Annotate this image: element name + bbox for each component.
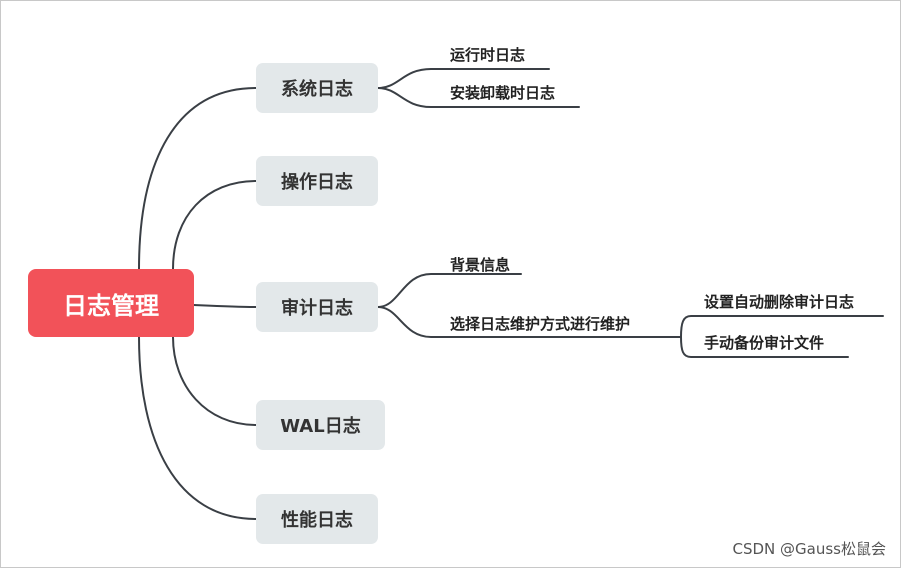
branch-label: 审计日志 <box>281 298 353 319</box>
branch-system-log: 系统日志 <box>256 63 378 113</box>
connector-root-wal <box>172 336 257 426</box>
connector-maintenance-autodelete <box>680 315 884 338</box>
root-node-label: 日志管理 <box>63 291 159 320</box>
watermark-text: CSDN @Gauss松鼠会 <box>732 540 887 558</box>
branch-audit-log: 审计日志 <box>256 282 378 332</box>
connector-root-audit <box>193 304 257 308</box>
connector-audit-background <box>377 273 522 308</box>
branch-label: WAL日志 <box>280 416 361 437</box>
connector-audit-maintenance <box>377 306 682 338</box>
connector-root-performance <box>138 336 257 520</box>
branch-label: 操作日志 <box>281 172 353 193</box>
connector-maintenance-backup <box>680 336 849 358</box>
branch-operation-log: 操作日志 <box>256 156 378 206</box>
leaf-install-uninstall-log: 安装卸载时日志 <box>450 84 556 102</box>
connector-root-system <box>138 87 257 270</box>
leaf-choose-maintenance-method: 选择日志维护方式进行维护 <box>450 315 631 333</box>
connector-root-operation <box>172 180 257 270</box>
branch-wal-log: WAL日志 <box>256 400 385 450</box>
branch-performance-log: 性能日志 <box>256 494 378 544</box>
leaf-auto-delete-audit-log: 设置自动删除审计日志 <box>704 293 855 311</box>
connector-system-install <box>377 87 580 108</box>
root-node-log-management: 日志管理 <box>28 269 194 337</box>
leaf-background-info: 背景信息 <box>450 256 511 274</box>
branch-label: 系统日志 <box>281 79 353 100</box>
leaf-manual-backup-audit-file: 手动备份审计文件 <box>704 334 825 352</box>
connector-system-runtime <box>377 68 550 89</box>
branch-label: 性能日志 <box>281 510 353 531</box>
leaf-runtime-log: 运行时日志 <box>450 46 526 64</box>
